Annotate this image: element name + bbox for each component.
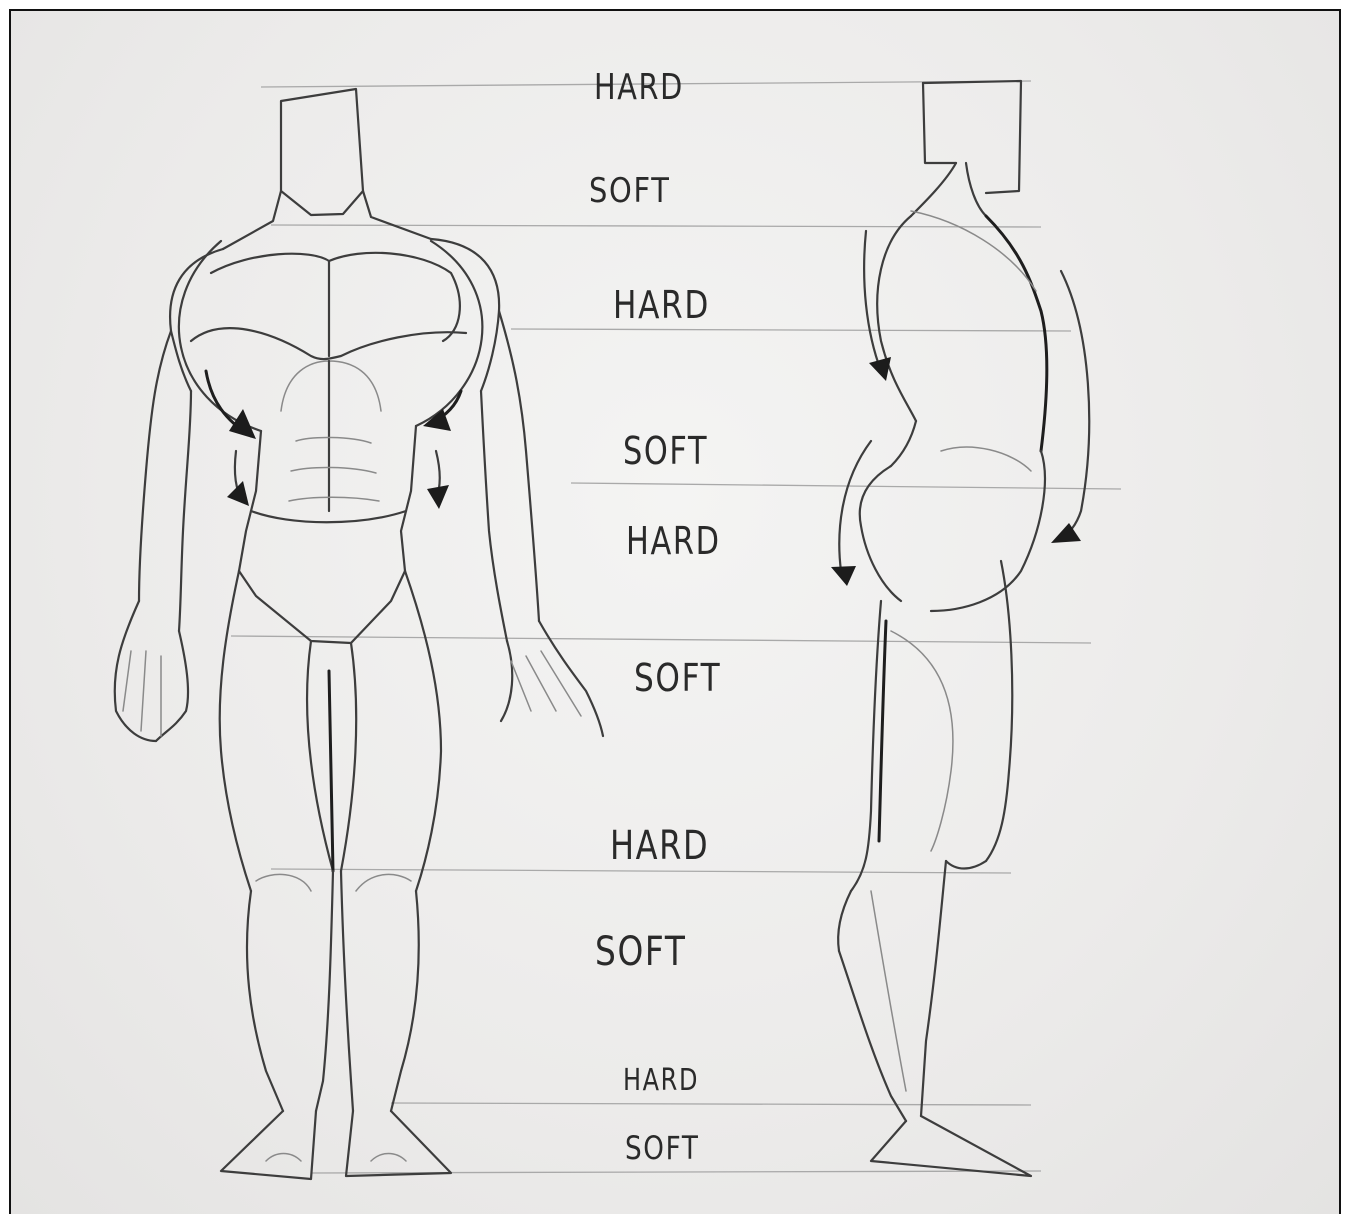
guide-lines: [231, 81, 1121, 1173]
front-figure: [115, 89, 603, 1179]
label-soft-thigh: SOFT: [634, 656, 721, 700]
label-hard-ankle: HARD: [623, 1063, 699, 1098]
label-hard-head: HARD: [594, 67, 684, 108]
anatomy-sketch: [11, 11, 1341, 1214]
label-hard-knee: HARD: [610, 823, 709, 869]
label-soft-foot: SOFT: [625, 1129, 700, 1167]
side-figure: [831, 81, 1089, 1176]
label-soft-neck: SOFT: [589, 171, 671, 211]
label-soft-calf: SOFT: [595, 929, 687, 975]
label-soft-waist: SOFT: [623, 429, 708, 473]
sketch-sheet: HARD SOFT HARD SOFT HARD SOFT HARD SOFT …: [9, 9, 1341, 1214]
label-hard-chest: HARD: [613, 283, 710, 327]
label-hard-hips: HARD: [626, 519, 721, 563]
